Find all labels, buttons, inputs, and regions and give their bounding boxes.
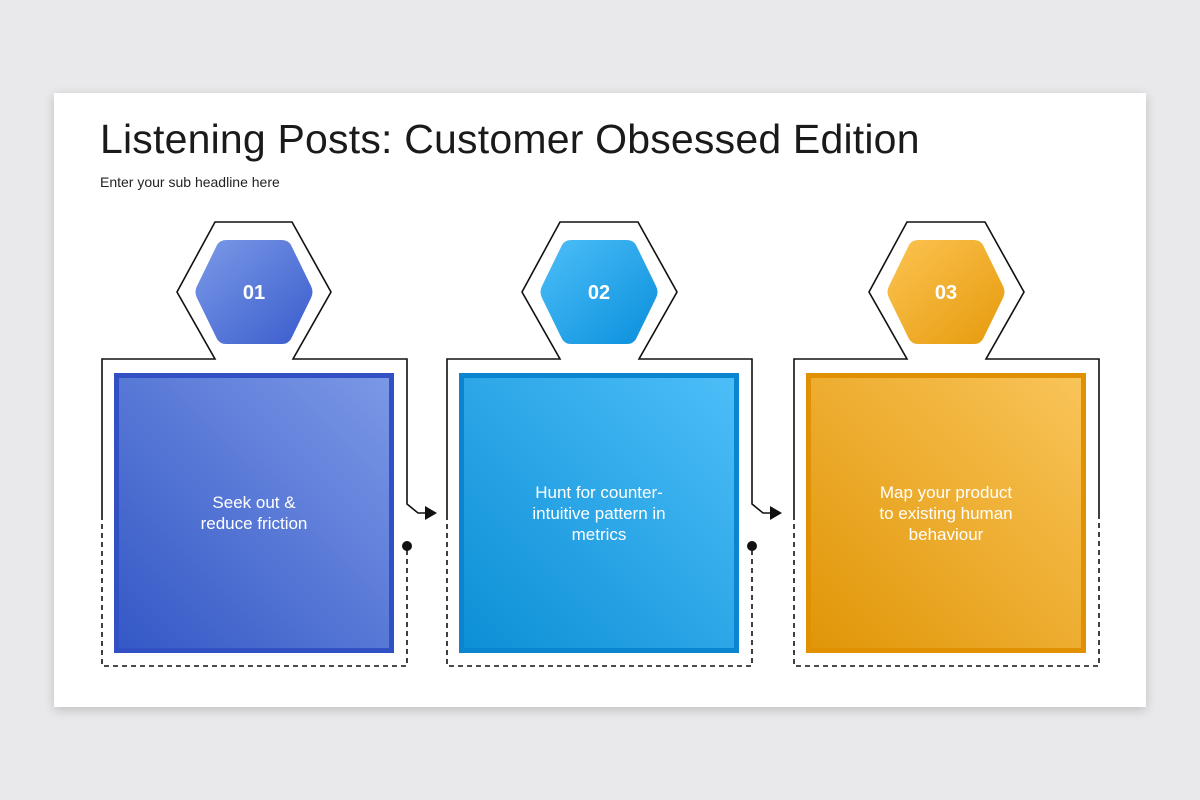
step-2-hexagon: 02 [540, 240, 658, 344]
step-1-outline [101, 221, 426, 667]
arrow-right-icon [425, 506, 437, 520]
dot-connector-icon [402, 541, 412, 551]
step-1-number: 01 [243, 282, 265, 304]
step-3-box [806, 373, 1086, 653]
text-line: behaviour [908, 524, 984, 544]
step-1-text-lines: Seek out & reduce friction [201, 492, 308, 534]
step-3-hexagon: 03 [887, 240, 1005, 344]
step-1-box [114, 373, 394, 653]
dot-connector-icon [747, 541, 757, 551]
text-line: Hunt for counter- [535, 482, 663, 502]
text-line: Seek out & [212, 493, 296, 512]
slide-title: Listening Posts: Customer Obsessed Editi… [100, 116, 920, 162]
step-2-box [459, 373, 739, 653]
step-3-outline [793, 221, 1100, 667]
text-line: intuitive pattern in [532, 503, 666, 523]
slide-subtitle: Enter your sub headline here [100, 174, 280, 190]
step-1-hexagon: 01 [195, 240, 313, 344]
text-line: to existing human [879, 503, 1013, 523]
step-2-outline [446, 221, 771, 667]
text-line: Map your product [879, 482, 1013, 502]
text-line: reduce friction [200, 514, 308, 533]
step-2-number: 02 [588, 282, 610, 304]
step-3-number: 03 [935, 282, 957, 304]
text-line: metrics [571, 524, 627, 544]
arrow-right-icon [770, 506, 782, 520]
step-1-text: Seek out & reduce friction [119, 378, 389, 648]
